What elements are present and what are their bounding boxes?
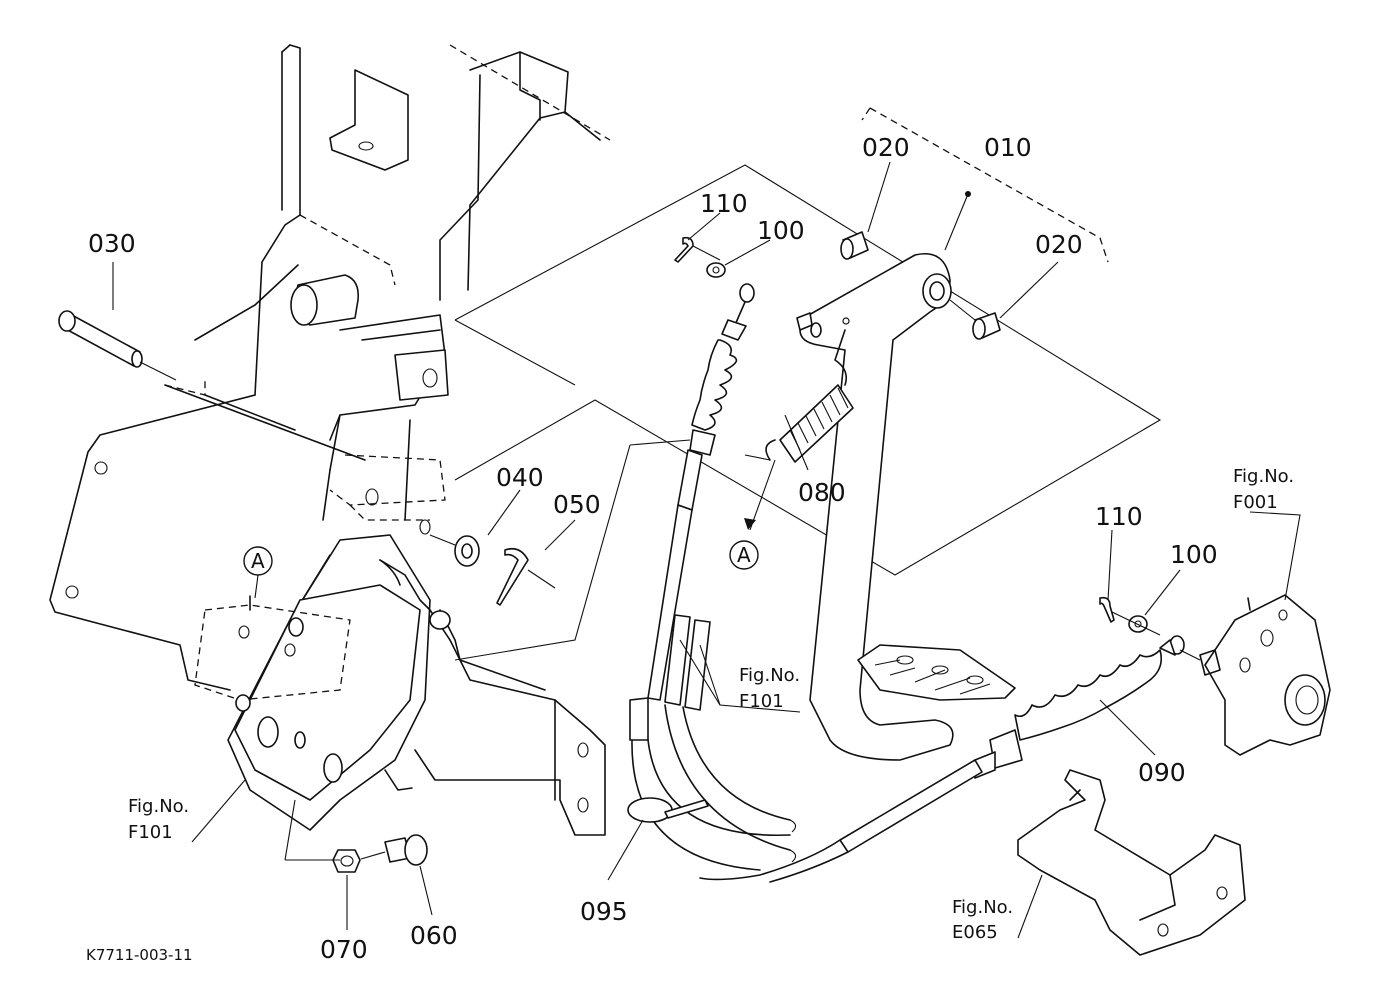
callout-110-right: 110 [1095,502,1143,531]
callout-070: 070 [320,935,368,964]
reference-marker-a-left-text: A [251,549,265,573]
pedal-010 [796,191,1016,761]
figref-f001: Fig.No. F001 [1233,466,1294,513]
callout-040: 040 [496,463,544,492]
callout-020-top: 020 [862,133,910,162]
reference-marker-a-center: A [729,540,759,570]
reference-marker-a-left: A [243,546,273,576]
leader-lines [112,161,1301,939]
clip-110-right [1099,596,1115,623]
bolt-060 [384,834,428,866]
figref-f101-left: Fig.No. F101 [128,796,189,843]
figref-f101-left-code: F101 [128,822,173,843]
callout-010: 010 [984,133,1032,162]
exploded-frames [454,107,1162,661]
figref-f001-code: F001 [1233,492,1278,513]
cotter-pin-050 [496,547,556,606]
cable-090 [699,635,1185,883]
figref-f001-prefix: Fig.No. [1233,466,1294,487]
transmission-part-f001 [1179,594,1331,756]
callout-080: 080 [798,478,846,507]
callout-090: 090 [1138,758,1186,787]
callout-100-top: 100 [757,216,805,245]
callout-030: 030 [88,229,136,258]
cable-095 [627,283,801,871]
spring-080 [744,329,854,531]
nut-070 [332,849,386,873]
callout-060: 060 [410,921,458,950]
washer-100-right [1111,611,1161,636]
washer-100-top [706,262,726,278]
callout-020-right: 020 [1035,230,1083,259]
callout-labels: 010 020 020 030 040 050 060 070 080 090 … [88,133,1218,964]
figref-f101-center-prefix: Fig.No. [739,665,800,686]
figref-f101-center: Fig.No. F101 [739,665,800,712]
figref-f101-center-code: F101 [739,691,784,712]
callout-050: 050 [553,490,601,519]
figref-e065-code: E065 [952,922,998,943]
pin-030 [58,310,177,381]
clip-110-top [674,236,721,263]
washer-040 [429,534,480,567]
callout-110-top: 110 [700,189,748,218]
bracket-e065 [1017,769,1246,956]
reference-marker-a-center-text: A [737,543,751,567]
pedal-bracket [194,534,606,836]
drawing-id: K7711-003-11 [86,946,193,964]
callout-100-right: 100 [1170,540,1218,569]
figref-f101-left-prefix: Fig.No. [128,796,189,817]
figref-e065: Fig.No. E065 [952,897,1013,943]
callout-095: 095 [580,897,628,926]
frame-panel [49,44,611,691]
figref-e065-prefix: Fig.No. [952,897,1013,918]
